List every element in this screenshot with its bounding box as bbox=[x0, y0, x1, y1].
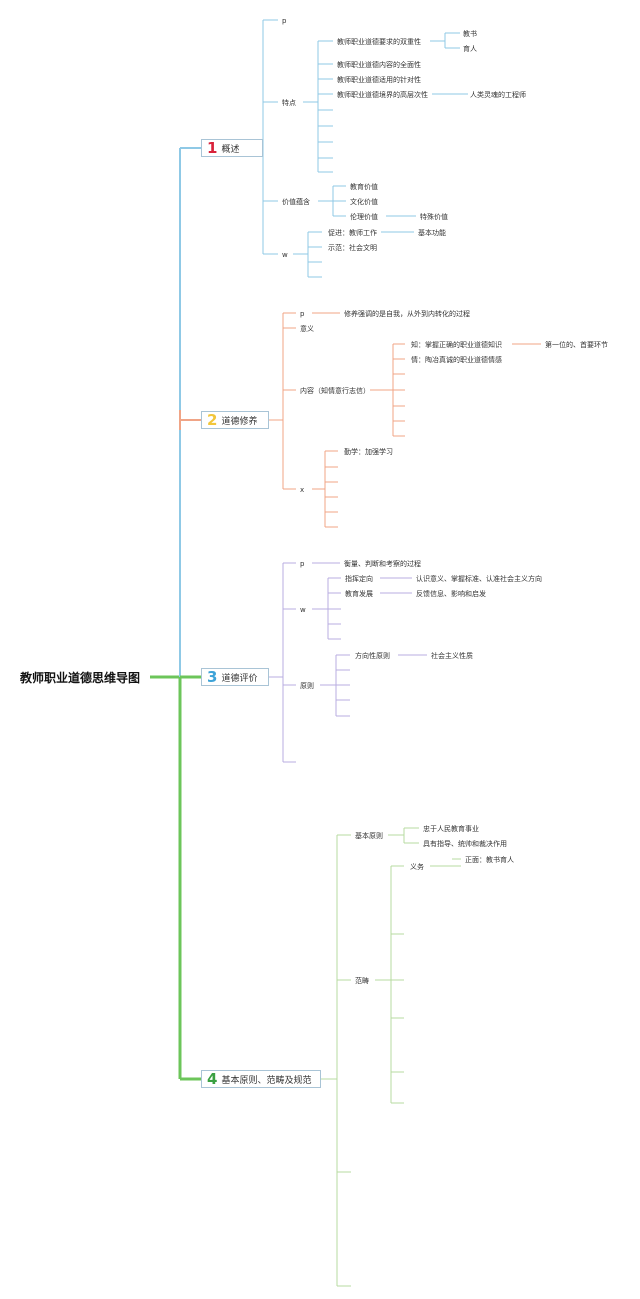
branch-2-number: 2 bbox=[207, 411, 218, 429]
branch-3-label: 道德评价 bbox=[221, 673, 258, 684]
b3-p: p bbox=[300, 560, 305, 568]
b1-v3a: 特殊价值 bbox=[420, 213, 448, 221]
b1-v1: 教育价值 bbox=[350, 183, 378, 191]
b3-w: w bbox=[300, 606, 306, 614]
b4-category: 范畴 bbox=[355, 977, 369, 985]
b2-pa: 修养强调的是自我，从外到内转化的过程 bbox=[344, 310, 470, 318]
branch-4-number: 4 bbox=[207, 1070, 218, 1088]
b3-r1a: 社会主义性质 bbox=[431, 652, 473, 660]
b4-b1: 忠于人民教育事业 bbox=[423, 825, 479, 833]
b1-w1: 促进：教师工作 bbox=[328, 229, 377, 237]
b1-p: p bbox=[282, 17, 287, 25]
branch-2-label: 道德修养 bbox=[221, 416, 258, 427]
b1-features: 特点 bbox=[282, 99, 296, 107]
branch-1-label: 概述 bbox=[221, 144, 240, 155]
b2-c2: 情：陶冶真诚的职业道德情感 bbox=[411, 356, 502, 364]
branch-4-box[interactable]: 4 基本原则、范畴及规范 bbox=[201, 1070, 321, 1088]
branch-4-label: 基本原则、范畴及规范 bbox=[221, 1075, 312, 1086]
b3-w1a: 认识意义、掌握标准、认准社会主义方向 bbox=[416, 575, 542, 583]
b4-duty: 义务 bbox=[410, 863, 424, 871]
b1-f1: 教师职业道德要求的双重性 bbox=[337, 38, 421, 46]
b4-duty-a: 正面：教书育人 bbox=[465, 856, 514, 864]
b1-f1b: 育人 bbox=[463, 45, 477, 53]
b2-p: p bbox=[300, 310, 305, 318]
b3-principle: 原则 bbox=[300, 682, 314, 690]
b3-w2a: 反馈信息、影响和启发 bbox=[416, 590, 486, 598]
branch-1-box[interactable]: 1 概述 bbox=[201, 139, 263, 157]
b1-w: w bbox=[282, 251, 288, 259]
b1-w2: 示范：社会文明 bbox=[328, 244, 377, 252]
b4-basic: 基本原则 bbox=[355, 832, 383, 840]
branch-3-number: 3 bbox=[207, 668, 218, 686]
b3-r1: 方向性原则 bbox=[355, 652, 390, 660]
b1-f4a: 人类灵魂的工程师 bbox=[470, 91, 526, 99]
b3-w1: 指挥定向 bbox=[345, 575, 373, 583]
b2-meaning: 意义 bbox=[300, 325, 314, 333]
b1-f4: 教师职业道德境界的高层次性 bbox=[337, 91, 428, 99]
b1-f3: 教师职业道德适用的针对性 bbox=[337, 76, 421, 84]
b2-c1: 知：掌握正确的职业道德知识 bbox=[411, 341, 502, 349]
b3-w2: 教育发展 bbox=[345, 590, 373, 598]
root-title: 教师职业道德思维导图 bbox=[20, 671, 141, 685]
b1-f1a: 教书 bbox=[463, 30, 477, 38]
branch-2-box[interactable]: 2 道德修养 bbox=[201, 411, 269, 429]
b1-v2: 文化价值 bbox=[350, 198, 378, 206]
branch-3-box[interactable]: 3 道德评价 bbox=[201, 668, 269, 686]
b2-content: 内容（知情意行志信） bbox=[300, 387, 370, 395]
b1-value: 价值蕴含 bbox=[282, 198, 310, 206]
b1-f2: 教师职业道德内容的全面性 bbox=[337, 61, 421, 69]
b2-x1: 勤学：加强学习 bbox=[344, 448, 393, 456]
b3-pa: 衡量、判断和考察的过程 bbox=[344, 560, 421, 568]
branch-1-number: 1 bbox=[207, 139, 218, 157]
b1-w1a: 基本功能 bbox=[418, 229, 446, 237]
b4-b2: 具有指导、统帅和裁决作用 bbox=[423, 840, 507, 848]
b2-x: x bbox=[300, 486, 305, 494]
b2-c1a: 第一位的、首要环节 bbox=[545, 341, 608, 349]
b1-v3: 伦理价值 bbox=[350, 213, 378, 221]
